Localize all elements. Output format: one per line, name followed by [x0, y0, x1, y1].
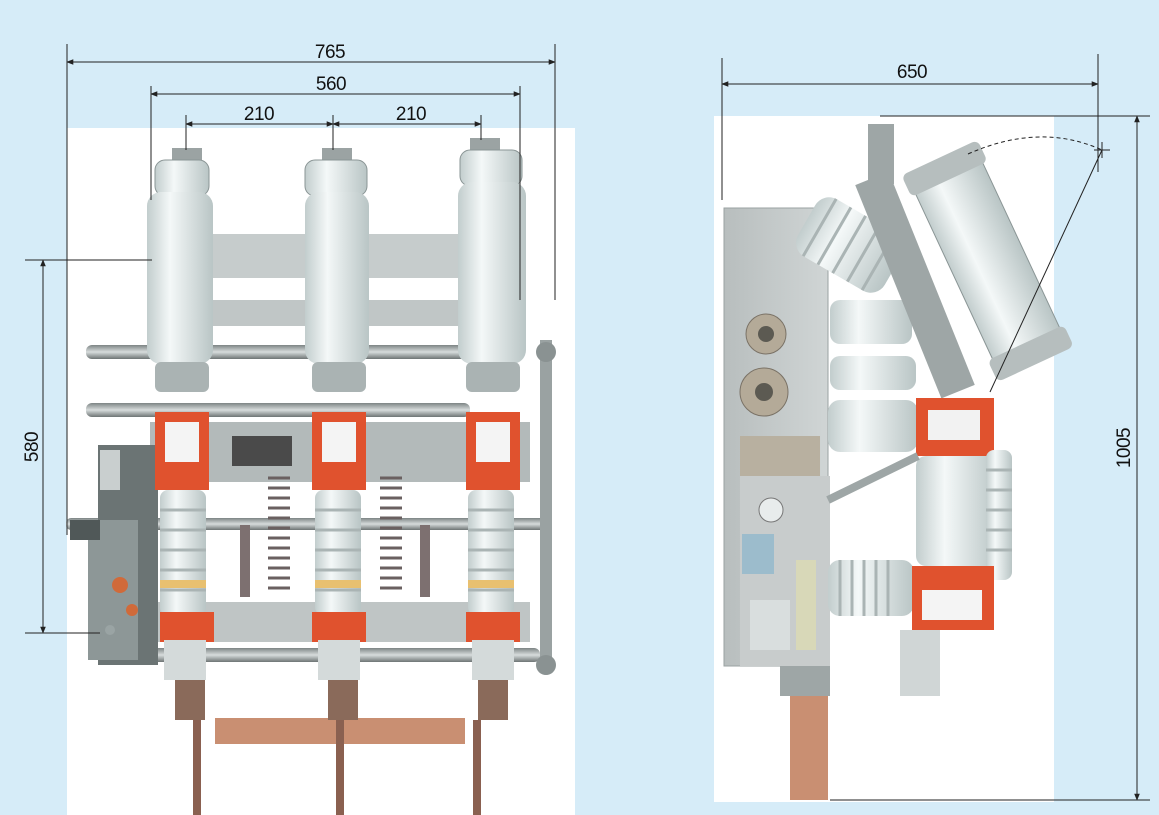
- side-terminal-1: [900, 630, 940, 696]
- tilted-bushing: [796, 197, 904, 293]
- vertical-rod-1: [240, 525, 250, 597]
- side-red-base-window: [922, 590, 982, 620]
- top-clip: [868, 124, 894, 184]
- front-view: [66, 128, 575, 815]
- side-insulator-column: [916, 456, 998, 566]
- tilted-fuse: [903, 141, 1072, 381]
- middle-bushing: [828, 400, 918, 452]
- front-dimensions: [25, 44, 556, 634]
- diagonal-brace: [826, 452, 920, 504]
- label-210-right: 210: [396, 104, 426, 125]
- lower-bushing-sheds: [838, 560, 890, 616]
- fuse-bracket: [855, 171, 975, 399]
- left-operating-mechanism: [70, 445, 158, 665]
- label-765: 765: [315, 42, 345, 63]
- label-210-left: 210: [244, 104, 274, 125]
- swing-radius-line: [989, 149, 1103, 393]
- label-560: 560: [316, 74, 346, 95]
- side-red-window: [928, 410, 980, 440]
- upper-bushing-2: [830, 356, 916, 390]
- shaft-2: [86, 403, 470, 417]
- label-1005: 1005: [1114, 428, 1135, 468]
- lower-bushing-base: [828, 560, 914, 616]
- shaft-1: [86, 345, 470, 359]
- swing-arc: [967, 136, 1103, 155]
- pole-2: [304, 148, 369, 815]
- label-650: 650: [897, 62, 927, 83]
- upper-bushing-1: [830, 300, 912, 344]
- side-ribbed-sheds: [986, 468, 1012, 552]
- pole-3: [458, 138, 526, 815]
- side-mechanism: [739, 313, 830, 666]
- side-bracket: [780, 666, 830, 696]
- side-dimension-labels: 650 1005: [897, 62, 1135, 468]
- side-dimensions: [721, 54, 1150, 801]
- front-dimension-labels: 765 560 210 210 580: [22, 42, 427, 462]
- nameplate: [232, 436, 292, 466]
- right-rod-joint-bottom: [536, 655, 556, 675]
- vertical-rod-2: [420, 525, 430, 597]
- side-ribbed-insulator: [986, 450, 1012, 580]
- side-copper-terminal: [790, 680, 828, 800]
- right-vertical-rod: [540, 340, 552, 670]
- spring-right: [380, 476, 402, 590]
- label-580: 580: [22, 432, 43, 462]
- right-rod-joint-top: [536, 342, 556, 362]
- pole-1: [147, 148, 214, 815]
- side-view: [714, 116, 1072, 802]
- spring-left: [268, 476, 290, 590]
